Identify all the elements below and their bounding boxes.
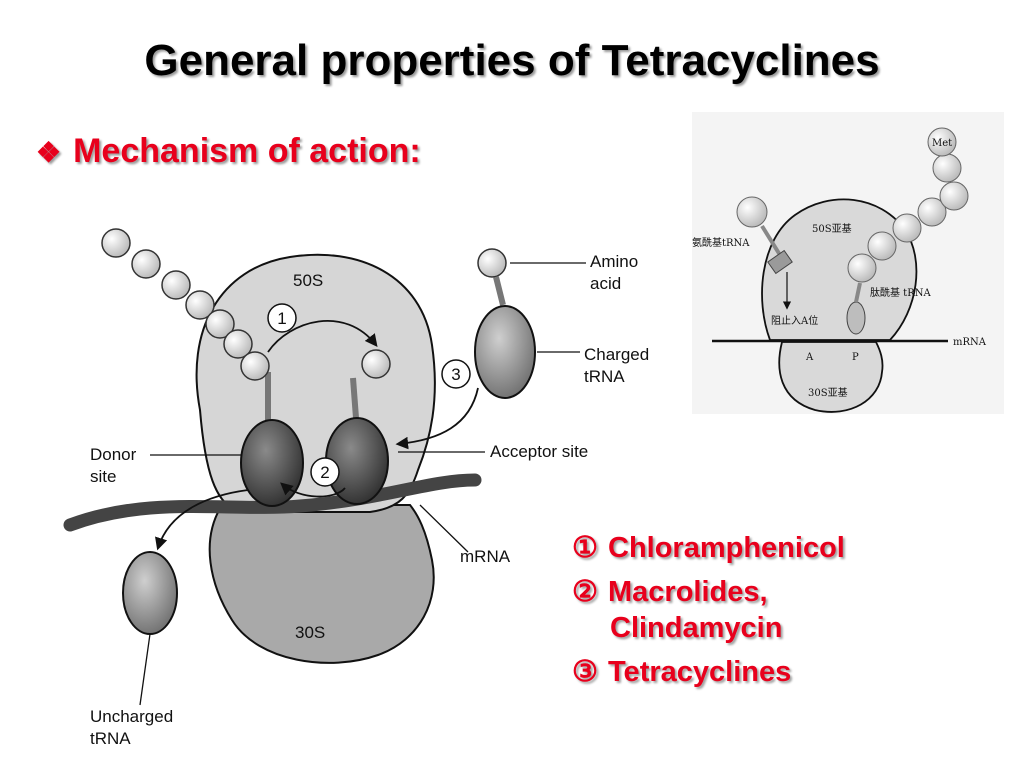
label-charged-trna: Charged	[584, 345, 649, 364]
small-subunit-30s	[208, 504, 435, 664]
label-acceptor-site: Acceptor site	[490, 442, 588, 461]
label-50s: 50S	[293, 271, 323, 290]
peptide-chain	[101, 228, 270, 381]
label-uncharged-trna: Uncharged	[90, 707, 173, 726]
drug-name: Tetracyclines	[608, 656, 792, 688]
label-donor-site-2: site	[90, 467, 116, 486]
drug-item: ② Macrolides, Clindamycin	[572, 574, 845, 646]
svg-text:3: 3	[451, 365, 460, 384]
acceptor-site-trna	[325, 417, 389, 505]
step-2: 2	[310, 457, 340, 487]
section-heading: ❖ Mechanism of action:	[36, 132, 421, 171]
svg-text:2: 2	[320, 463, 329, 482]
ribosome-diagram: 1 2 3 50S 30S Amino acid Charged tRNA Ac…	[63, 228, 649, 748]
uncharged-trna	[122, 551, 178, 635]
inset-label-p: P	[852, 352, 859, 363]
inset-diagram: Met 50S亚基 氨酰基tRNA 肽酰基 tRNA 阻止入A位 mRNA A …	[692, 112, 1004, 414]
drug-name-continued: Clindamycin	[610, 612, 783, 644]
drug-list: ① Chloramphenicol ② Macrolides, Clindamyci…	[572, 530, 845, 698]
mrna-strand	[63, 473, 482, 532]
drug-name: Macrolides,	[608, 576, 768, 608]
donor-site-trna	[240, 419, 304, 507]
inset-label-aminoacyl-trna: 氨酰基tRNA	[692, 236, 750, 249]
label-amino-acid: Amino	[590, 252, 638, 271]
diamond-bullet-icon: ❖	[36, 137, 62, 168]
drug-item: ① Chloramphenicol	[572, 530, 845, 566]
svg-text:1: 1	[277, 309, 286, 328]
inset-label-mrna: mRNA	[953, 337, 987, 348]
label-donor-site: Donor	[90, 445, 137, 464]
arrow-translocation	[280, 482, 346, 498]
section-label: Mechanism of action:	[73, 132, 421, 170]
label-30s: 30S	[295, 623, 325, 642]
drug-name: Chloramphenicol	[608, 532, 845, 564]
inset-label-30s: 30S亚基	[808, 386, 848, 399]
slide-title: General properties of Tetracyclines	[144, 36, 880, 85]
label-amino-acid-2: acid	[590, 274, 621, 293]
inset-label-a: A	[805, 352, 814, 363]
incoming-amino-acid	[477, 248, 507, 278]
inset-label-50s: 50S亚基	[812, 222, 852, 235]
charged-trna	[474, 305, 536, 399]
drug-number: ③	[572, 656, 598, 688]
label-uncharged-trna-2: tRNA	[90, 729, 131, 748]
label-charged-trna-2: tRNA	[584, 367, 625, 386]
inset-label-block-a-site: 阻止入A位	[771, 314, 818, 327]
arrow-trna-release	[155, 489, 249, 551]
step-1: 1	[267, 303, 297, 333]
label-mrna: mRNA	[460, 547, 511, 566]
inset-small-subunit	[778, 341, 884, 413]
arrow-peptidyl-transfer	[267, 320, 378, 353]
drug-number: ①	[572, 532, 598, 564]
inset-peptide-chain	[847, 127, 969, 283]
step-3: 3	[441, 359, 471, 389]
inset-label-peptidyl-trna: 肽酰基 tRNA	[870, 286, 931, 299]
arrow-trna-binding	[395, 387, 479, 450]
acceptor-amino-acid	[361, 349, 391, 379]
drug-number: ②	[572, 576, 598, 608]
inset-label-met: Met	[932, 138, 952, 149]
drug-item: ③ Tetracyclines	[572, 654, 845, 690]
